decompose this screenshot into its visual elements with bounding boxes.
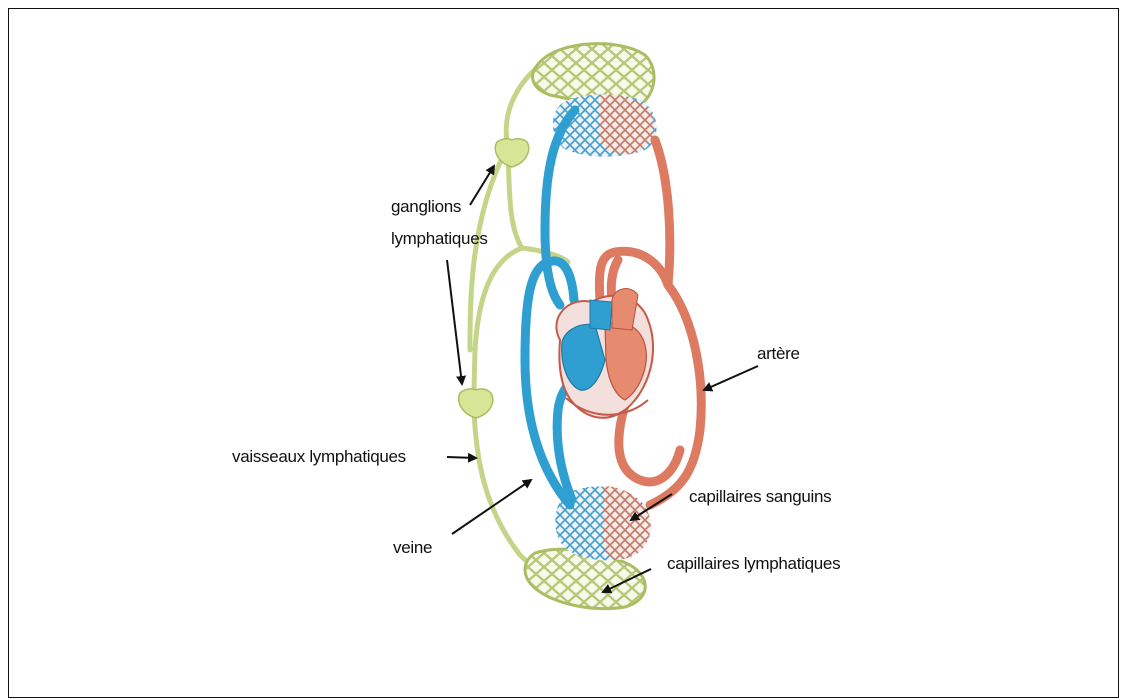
circulatory-lymphatic-diagram	[0, 0, 1129, 680]
label-vaisseaux-lymphatiques: vaisseaux lymphatiques	[232, 446, 406, 468]
arrow-artere	[704, 366, 758, 390]
label-capillaires-lymphatiques: capillaires lymphatiques	[667, 553, 840, 575]
label-ganglions: ganglions	[391, 196, 461, 218]
label-lymphatiques: lymphatiques	[391, 228, 488, 250]
label-artere: artère	[757, 343, 800, 365]
label-veine: veine	[393, 537, 432, 559]
arrow-ganglions-lower	[447, 260, 462, 384]
blood-capillaries-top-arterial	[600, 94, 654, 154]
arrow-vaisseaux	[447, 457, 476, 458]
blood-capillaries-bottom-arterial	[603, 486, 651, 560]
arrow-veine	[452, 480, 531, 534]
lymph-node-lower	[459, 389, 493, 418]
heart	[556, 289, 653, 418]
label-capillaires-sanguins: capillaires sanguins	[689, 486, 831, 508]
